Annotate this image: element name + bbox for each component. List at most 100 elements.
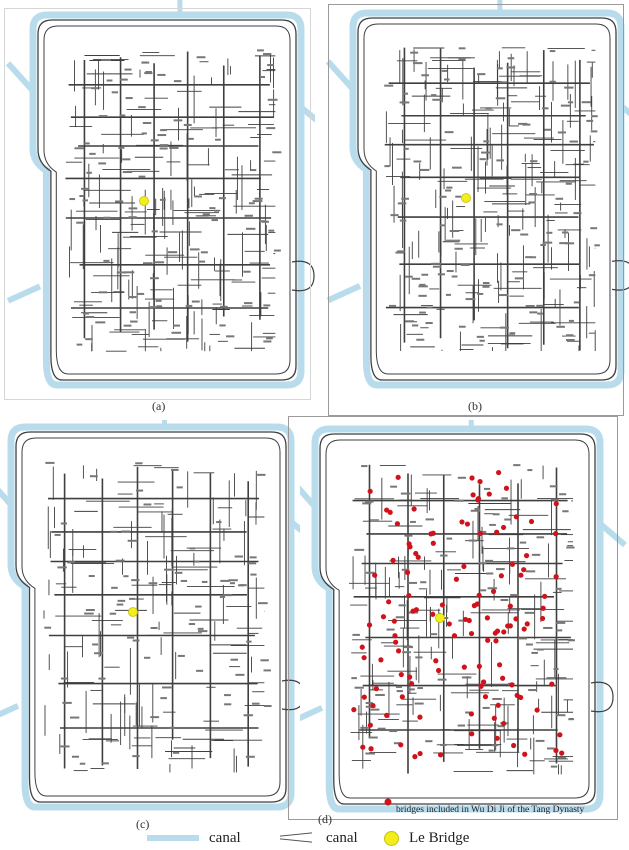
river-branch <box>618 102 629 117</box>
annotation-mark <box>405 275 413 278</box>
tang-bridge-marker <box>557 732 563 738</box>
annotation-mark <box>446 186 453 189</box>
annotation-mark <box>191 300 200 303</box>
annotation-mark <box>499 81 507 84</box>
canal-wide-swatch-icon <box>147 835 199 841</box>
tang-bridge-marker <box>513 616 519 622</box>
city-wall-inner <box>21 437 281 797</box>
annotation-mark <box>119 114 126 117</box>
tang-bridge-marker <box>549 681 555 687</box>
tang-bridge-marker <box>404 569 411 576</box>
annotation-mark <box>524 611 535 614</box>
annotation-mark <box>229 582 235 585</box>
annotation-mark <box>518 122 528 125</box>
annotation-mark <box>136 489 144 492</box>
annotation-mark <box>263 669 271 672</box>
annotation-mark <box>141 132 147 135</box>
tang-bridge-legend-note: bridges included in Wu Di Ji of the Tang… <box>396 805 585 815</box>
annotation-mark <box>86 171 92 174</box>
tang-bridge-marker <box>411 506 417 512</box>
annotation-mark <box>479 339 485 342</box>
annotation-mark <box>414 702 424 705</box>
annotation-mark <box>514 277 525 280</box>
annotation-mark <box>566 546 575 549</box>
tang-bridge-marker <box>406 541 412 547</box>
annotation-mark <box>454 247 463 250</box>
tang-bridge-marker <box>451 633 458 639</box>
legend-canal-channel: canal <box>276 828 358 848</box>
annotation-mark <box>480 589 487 592</box>
annotation-mark <box>188 623 196 626</box>
annotation-mark <box>536 304 544 307</box>
annotation-mark <box>354 548 365 551</box>
legend-canal-wide-label: canal <box>209 829 241 846</box>
annotation-mark <box>590 130 598 133</box>
annotation-mark <box>230 658 238 661</box>
city-wall-inner <box>325 439 590 799</box>
tang-bridge-marker <box>386 599 392 605</box>
annotation-mark <box>565 242 575 245</box>
annotation-mark <box>530 256 537 259</box>
tang-bridge-legend-dot <box>384 798 392 806</box>
annotation-mark <box>195 605 202 608</box>
annotation-mark <box>219 595 226 598</box>
annotation-mark <box>556 325 565 328</box>
annotation-mark <box>407 581 418 584</box>
annotation-mark <box>176 486 183 489</box>
annotation-mark <box>425 740 433 743</box>
annotation-mark <box>273 249 281 252</box>
annotation-mark <box>437 678 447 681</box>
tang-bridge-marker <box>417 714 423 720</box>
annotation-mark <box>566 334 574 337</box>
tang-bridge-marker <box>501 629 507 635</box>
annotation-mark <box>510 594 520 597</box>
annotation-mark <box>488 749 494 752</box>
annotation-mark <box>528 201 536 204</box>
annotation-mark <box>127 539 138 542</box>
annotation-mark <box>444 189 452 192</box>
annotation-mark <box>122 158 131 161</box>
annotation-mark <box>226 335 235 338</box>
annotation-mark <box>116 603 124 606</box>
river-branch <box>6 283 42 304</box>
annotation-mark <box>481 151 491 154</box>
tang-bridge-marker <box>495 702 501 708</box>
tang-bridge-marker <box>372 572 378 578</box>
annotation-mark <box>553 668 559 671</box>
annotation-mark <box>174 571 183 574</box>
annotation-mark <box>220 579 230 582</box>
annotation-mark <box>395 616 405 619</box>
annotation-mark <box>425 518 434 521</box>
le-bridge-swatch-icon <box>384 830 399 846</box>
tang-bridge-marker <box>534 707 540 713</box>
annotation-mark <box>60 745 70 748</box>
river-branch <box>325 59 357 93</box>
annotation-mark <box>495 97 506 100</box>
annotation-mark <box>145 71 152 74</box>
annotation-mark <box>403 147 409 150</box>
annotation-mark <box>365 705 376 708</box>
tang-bridge-marker <box>491 715 497 721</box>
annotation-mark <box>529 311 538 314</box>
tang-bridge-marker <box>415 554 421 560</box>
annotation-mark <box>412 324 419 327</box>
annotation-mark <box>130 320 138 323</box>
annotation-mark <box>500 599 509 602</box>
annotation-mark <box>513 464 521 467</box>
annotation-mark <box>194 195 202 198</box>
tang-bridge-marker <box>503 485 510 491</box>
annotation-mark <box>79 195 85 198</box>
city-map-c <box>0 420 300 811</box>
annotation-mark <box>173 119 183 122</box>
annotation-mark <box>156 305 163 308</box>
annotation-mark <box>135 462 143 465</box>
annotation-mark <box>403 646 414 649</box>
annotation-mark <box>426 306 433 309</box>
tang-bridge-marker <box>475 497 481 503</box>
annotation-mark <box>102 762 109 765</box>
annotation-mark <box>44 626 52 629</box>
annotation-mark <box>562 510 569 513</box>
annotation-mark <box>430 633 438 636</box>
annotation-mark <box>437 273 445 276</box>
annotation-mark <box>390 214 399 217</box>
